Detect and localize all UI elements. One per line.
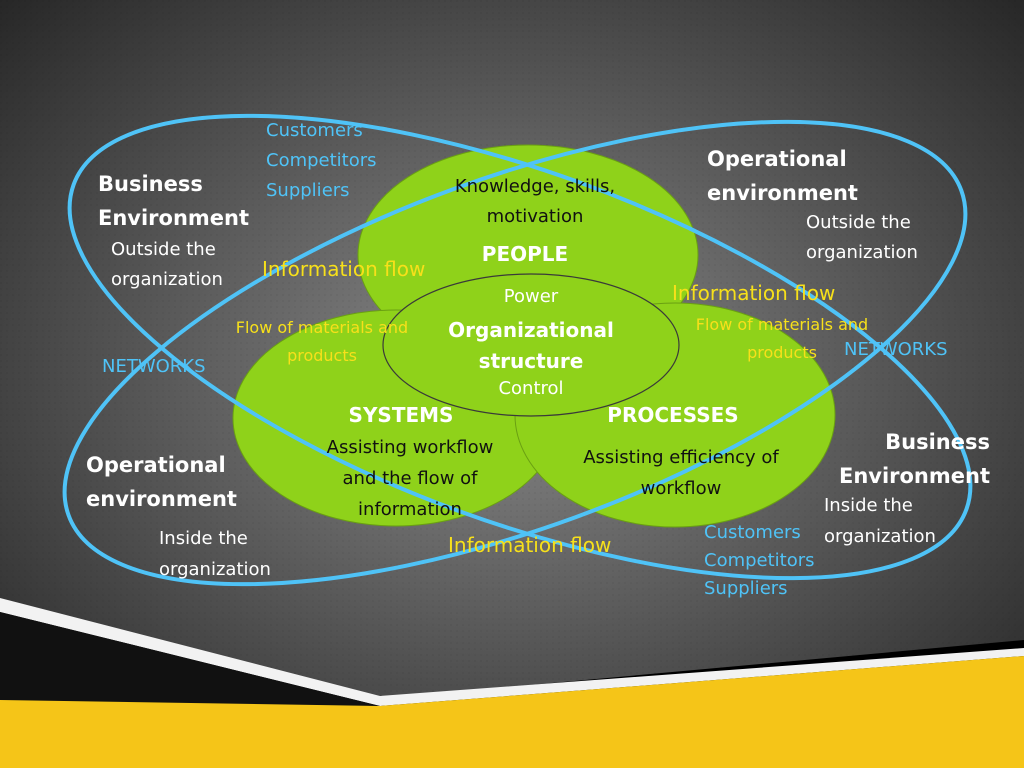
description-line: workflow <box>640 478 722 499</box>
systems-description: Assisting workflow and the flow of infor… <box>300 432 520 525</box>
operational-environment-inside-title: Operational environment <box>86 448 237 516</box>
title-line: Operational <box>86 453 226 477</box>
people-description: Knowledge, skills, motivation <box>425 172 645 232</box>
footer-yellow-band <box>0 656 1024 768</box>
business-environment-outside-subtitle: Outside the organization <box>111 235 223 295</box>
description-line: and the flow of <box>342 468 478 489</box>
suppliers-label: Suppliers <box>266 180 350 201</box>
description-line: information <box>358 499 462 520</box>
title-line: environment <box>707 181 858 205</box>
business-environment-outside-title: Business Environment <box>98 167 249 235</box>
title-line: Organizational <box>448 318 614 342</box>
subtitle-line: Inside the <box>159 528 248 549</box>
operational-environment-outside-title: Operational environment <box>707 142 858 210</box>
footer-black-wedge <box>0 612 380 706</box>
flow-line: products <box>287 346 357 365</box>
subtitle-line: organization <box>111 269 223 290</box>
competitors-label: Competitors <box>704 550 815 571</box>
information-flow-right: Information flow <box>672 281 836 305</box>
processes-description: Assisting efficiency of workflow <box>561 442 801 504</box>
materials-flow-left: Flow of materials and products <box>212 314 432 370</box>
information-flow-bottom: Information flow <box>448 533 612 557</box>
title-line: Environment <box>98 206 250 230</box>
flow-line: products <box>747 343 817 362</box>
flow-line: Flow of materials and <box>695 315 869 334</box>
information-flow-left: Information flow <box>262 257 426 281</box>
organizational-structure-title: Organizational structure <box>421 315 641 377</box>
networks-label-right: NETWORKS <box>844 339 948 360</box>
title-line: Environment <box>838 464 990 488</box>
ellipse-outline-2 <box>62 119 968 587</box>
ellipse-outline-1 <box>67 113 973 581</box>
business-environment-inside-subtitle: Inside the organization <box>824 490 936 552</box>
people-title: PEOPLE <box>481 242 569 266</box>
materials-flow-right: Flow of materials and products <box>672 311 892 367</box>
subtitle-line: Outside the <box>111 239 216 260</box>
description-line: Assisting efficiency of <box>583 447 779 468</box>
title-line: environment <box>86 487 237 511</box>
core-control-label: Control <box>498 378 564 399</box>
title-line: Operational <box>707 147 847 171</box>
core-power-label: Power <box>503 286 559 307</box>
competitors-label: Competitors <box>266 150 377 171</box>
stakeholders-bottom-right: Customers Competitors Suppliers <box>704 519 815 603</box>
systems-title: SYSTEMS <box>348 403 454 427</box>
subtitle-line: Outside the <box>806 212 911 233</box>
title-line: structure <box>478 349 584 373</box>
subtitle-line: organization <box>824 526 936 547</box>
customers-label: Customers <box>266 120 363 141</box>
description-line: motivation <box>486 206 584 227</box>
processes-title: PROCESSES <box>607 403 739 427</box>
description-line: Knowledge, skills, <box>454 176 616 197</box>
title-line: Business <box>885 430 990 454</box>
business-environment-inside-title: Business Environment <box>818 425 990 493</box>
title-line: Business <box>98 172 203 196</box>
description-line: Assisting workflow <box>326 437 494 458</box>
stakeholders-top-left: Customers Competitors Suppliers <box>266 116 377 206</box>
suppliers-label: Suppliers <box>704 578 788 599</box>
operational-environment-outside-subtitle: Outside the organization <box>806 208 918 268</box>
subtitle-line: Inside the <box>824 495 913 516</box>
flow-line: Flow of materials and <box>235 318 409 337</box>
operational-environment-inside-subtitle: Inside the organization <box>159 523 271 585</box>
networks-label-left: NETWORKS <box>102 356 206 377</box>
customers-label: Customers <box>704 522 801 543</box>
subtitle-line: organization <box>806 242 918 263</box>
footer-white-stripe <box>0 598 1024 706</box>
subtitle-line: organization <box>159 559 271 580</box>
core-ellipse <box>382 273 680 417</box>
